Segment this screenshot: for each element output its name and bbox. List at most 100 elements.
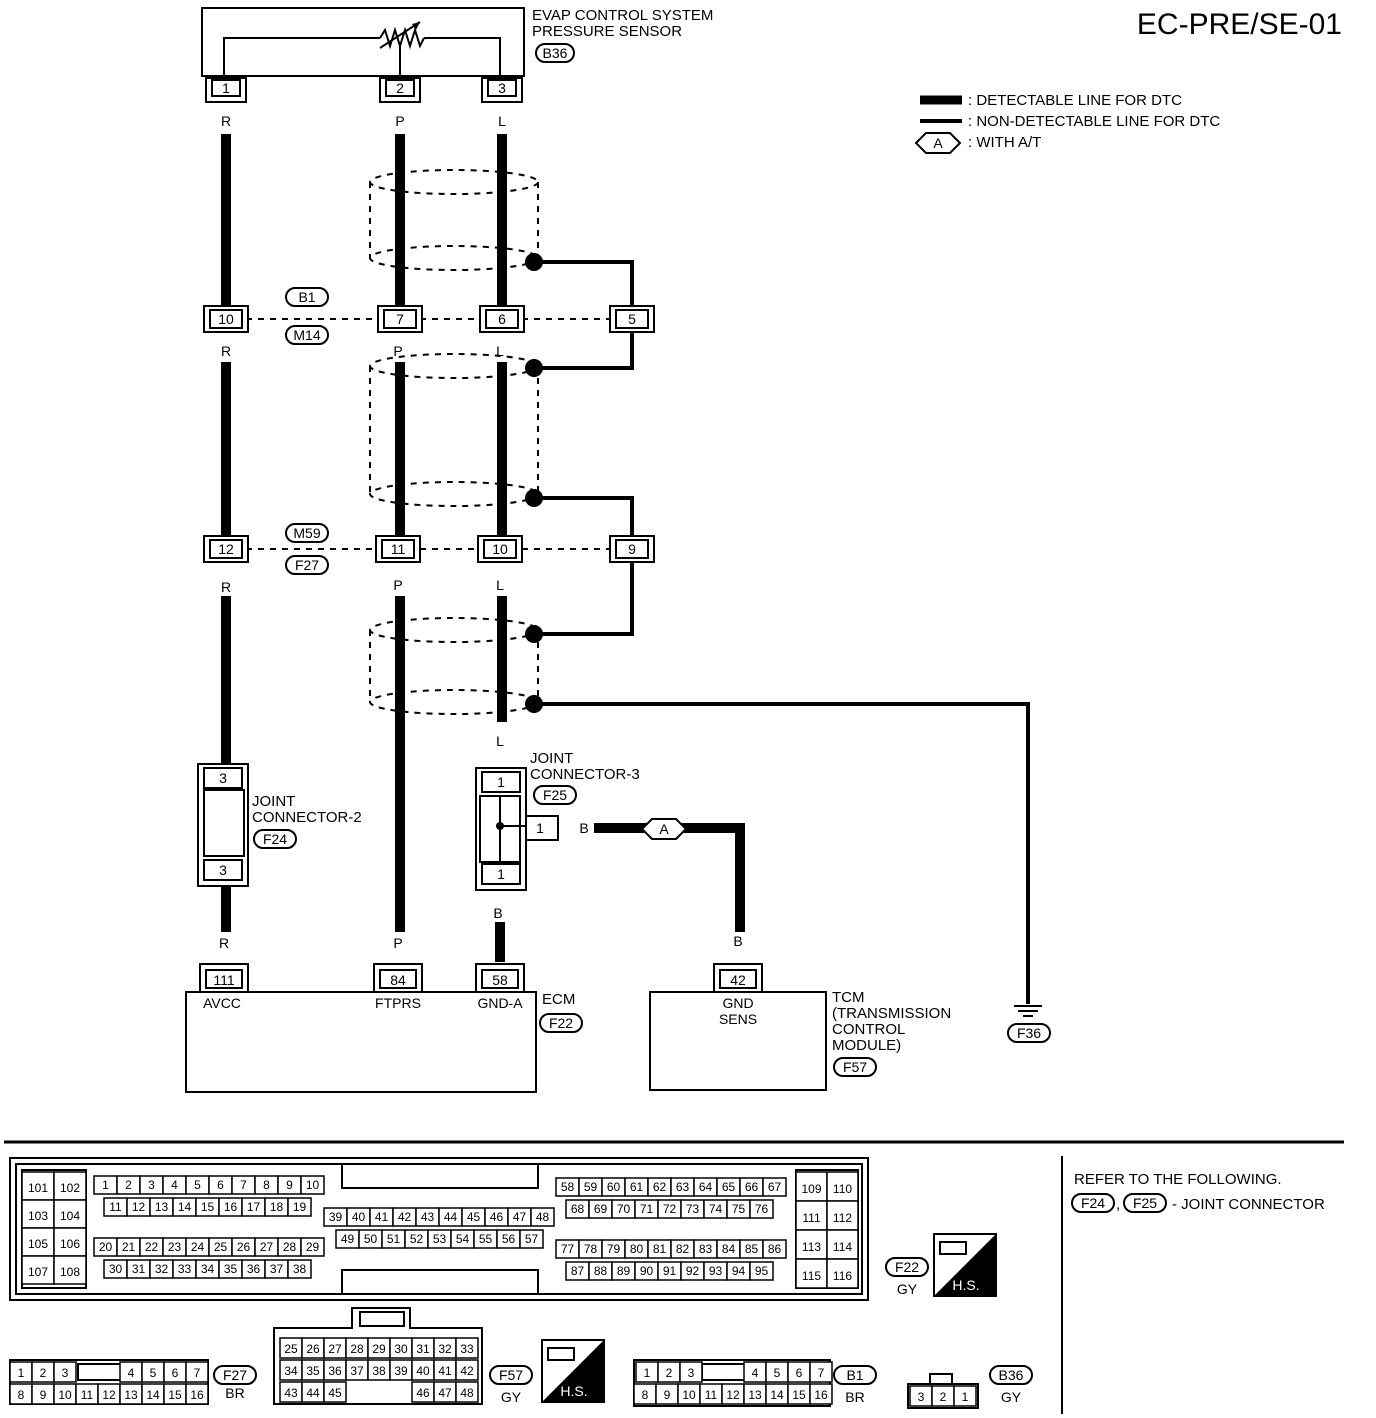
pin-label: 16 bbox=[814, 1388, 828, 1402]
pin-label: 80 bbox=[630, 1242, 644, 1256]
pin-label: 5 bbox=[150, 1366, 157, 1380]
pin-label: 114 bbox=[833, 1240, 852, 1254]
pin-label: 22 bbox=[145, 1240, 159, 1254]
svg-text:GND-A: GND-A bbox=[477, 995, 523, 1011]
pin-label: 86 bbox=[768, 1242, 782, 1256]
pin-cell bbox=[21, 1199, 55, 1229]
pin-cell bbox=[455, 1337, 479, 1359]
svg-text:JOINT: JOINT bbox=[530, 750, 573, 767]
svg-text:L: L bbox=[498, 113, 506, 129]
pin-label: 36 bbox=[328, 1364, 342, 1378]
pin-label: 3 bbox=[688, 1366, 695, 1380]
pin-label: 25 bbox=[214, 1240, 228, 1254]
pin-label: 33 bbox=[460, 1342, 474, 1356]
svg-text:10: 10 bbox=[218, 311, 234, 327]
pin-label: 14 bbox=[146, 1388, 160, 1402]
pin-label: 37 bbox=[270, 1262, 284, 1276]
svg-text:7: 7 bbox=[396, 311, 404, 327]
pin-label: 15 bbox=[201, 1200, 215, 1214]
pin-label: 5 bbox=[194, 1178, 201, 1192]
pin-label: 19 bbox=[293, 1200, 307, 1214]
pin-label: 4 bbox=[171, 1178, 178, 1192]
svg-text:42: 42 bbox=[730, 972, 746, 988]
option-symbol bbox=[914, 132, 962, 154]
svg-text:F22: F22 bbox=[895, 1259, 919, 1275]
svg-text:M59: M59 bbox=[293, 525, 320, 541]
pin-label: 61 bbox=[630, 1180, 644, 1194]
svg-text:B36: B36 bbox=[543, 45, 568, 61]
svg-text:SENS: SENS bbox=[719, 1011, 757, 1027]
pin-label: 8 bbox=[642, 1388, 649, 1402]
pin-label: 40 bbox=[352, 1210, 366, 1224]
pin-label: 116 bbox=[833, 1269, 852, 1283]
sensor-connector-tag bbox=[535, 43, 575, 63]
pin-label: 113 bbox=[802, 1240, 821, 1254]
svg-text:CONNECTOR-2: CONNECTOR-2 bbox=[252, 809, 362, 826]
pin-label: 1 bbox=[644, 1366, 651, 1380]
pin-label: 88 bbox=[594, 1264, 608, 1278]
pin-label: 110 bbox=[833, 1182, 852, 1196]
svg-text:FTPRS: FTPRS bbox=[375, 995, 421, 1011]
pin-label: 112 bbox=[833, 1211, 852, 1225]
pin-label: 31 bbox=[132, 1262, 146, 1276]
pin-label: 4 bbox=[128, 1366, 135, 1380]
pin-cell bbox=[762, 1177, 787, 1197]
pin-label: 72 bbox=[663, 1202, 677, 1216]
pin-label: 58 bbox=[561, 1180, 575, 1194]
svg-text:L: L bbox=[496, 577, 504, 593]
pin-label: 1 bbox=[18, 1366, 25, 1380]
pin-label: 41 bbox=[375, 1210, 389, 1224]
svg-text:F27: F27 bbox=[223, 1367, 247, 1383]
pin-cell bbox=[953, 1385, 977, 1407]
pin-cell bbox=[795, 1200, 828, 1231]
svg-text:111: 111 bbox=[213, 972, 234, 988]
pin-label: 50 bbox=[364, 1232, 378, 1246]
pin-cell bbox=[749, 1261, 774, 1281]
pin-label: 1 bbox=[102, 1178, 109, 1192]
pin-cell bbox=[185, 1361, 209, 1383]
svg-text:M14: M14 bbox=[293, 327, 320, 343]
pin-label: 33 bbox=[178, 1262, 192, 1276]
pin-label: 56 bbox=[502, 1232, 516, 1246]
pin-label: 30 bbox=[109, 1262, 123, 1276]
pin-label: 23 bbox=[168, 1240, 182, 1254]
pin-label: 77 bbox=[561, 1242, 575, 1256]
pin-label: 67 bbox=[768, 1180, 782, 1194]
pin-cell bbox=[826, 1258, 859, 1289]
pin-label: 71 bbox=[640, 1202, 654, 1216]
junction-1: 10 7 6 5 B1 M14 R P L bbox=[203, 287, 655, 359]
pin-label: 44 bbox=[444, 1210, 458, 1224]
svg-text:F24: F24 bbox=[263, 831, 287, 847]
svg-text:- JOINT CONNECTOR: - JOINT CONNECTOR bbox=[1172, 1196, 1325, 1213]
pin-label: 52 bbox=[410, 1232, 424, 1246]
pin-label: 108 bbox=[60, 1265, 80, 1279]
ecm: 111 84 58 AVCC FTPRS GND-A ECM F22 bbox=[185, 963, 583, 1093]
svg-text:P: P bbox=[395, 113, 404, 129]
pin-cell bbox=[323, 1381, 347, 1403]
pin-label: 15 bbox=[792, 1388, 806, 1402]
pin-cell bbox=[519, 1229, 544, 1249]
svg-text:H.S.: H.S. bbox=[952, 1277, 979, 1293]
svg-text:CONNECTOR-3: CONNECTOR-3 bbox=[530, 766, 640, 783]
svg-text:B1: B1 bbox=[846, 1367, 863, 1383]
pin-label: 64 bbox=[699, 1180, 713, 1194]
svg-text:1: 1 bbox=[222, 80, 230, 96]
pin-label: 35 bbox=[224, 1262, 238, 1276]
pin-label: 10 bbox=[306, 1178, 320, 1192]
svg-text:B: B bbox=[579, 820, 588, 836]
svg-text:L: L bbox=[496, 343, 504, 359]
svg-text:58: 58 bbox=[492, 972, 508, 988]
pin-label: 13 bbox=[748, 1388, 762, 1402]
pin-cell bbox=[53, 1361, 77, 1383]
pin-label: 34 bbox=[201, 1262, 215, 1276]
pin-label: 87 bbox=[571, 1264, 585, 1278]
svg-text:1: 1 bbox=[497, 774, 505, 790]
pin-label: 48 bbox=[460, 1386, 474, 1400]
svg-text:R: R bbox=[219, 935, 229, 951]
svg-text:MODULE): MODULE) bbox=[832, 1037, 901, 1054]
pin-cell bbox=[749, 1199, 774, 1219]
pin-label: 47 bbox=[513, 1210, 527, 1224]
pin-label: 51 bbox=[387, 1232, 401, 1246]
